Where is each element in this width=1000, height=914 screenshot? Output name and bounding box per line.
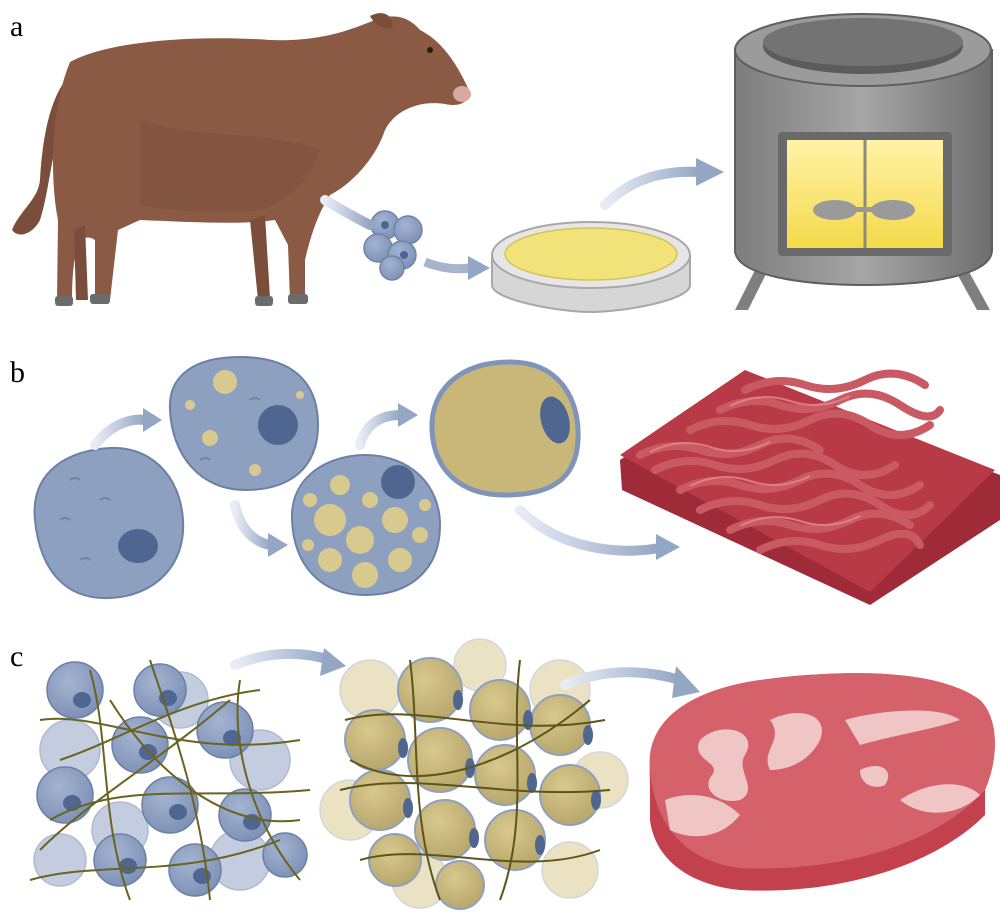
arrow-cells-to-dish — [425, 262, 470, 269]
mature-adipocyte — [432, 362, 578, 495]
bioreactor — [735, 14, 992, 310]
ground-meat — [620, 370, 1000, 605]
pre-adipocyte — [170, 357, 318, 490]
stem-cell — [35, 448, 184, 598]
arrow-cow-to-cells — [325, 200, 370, 225]
arrow-dish-to-bioreactor — [605, 172, 700, 205]
steak — [650, 673, 995, 890]
cell-scaffold — [30, 660, 310, 900]
petri-dish — [492, 222, 690, 312]
maturing-adipocyte — [292, 455, 440, 595]
